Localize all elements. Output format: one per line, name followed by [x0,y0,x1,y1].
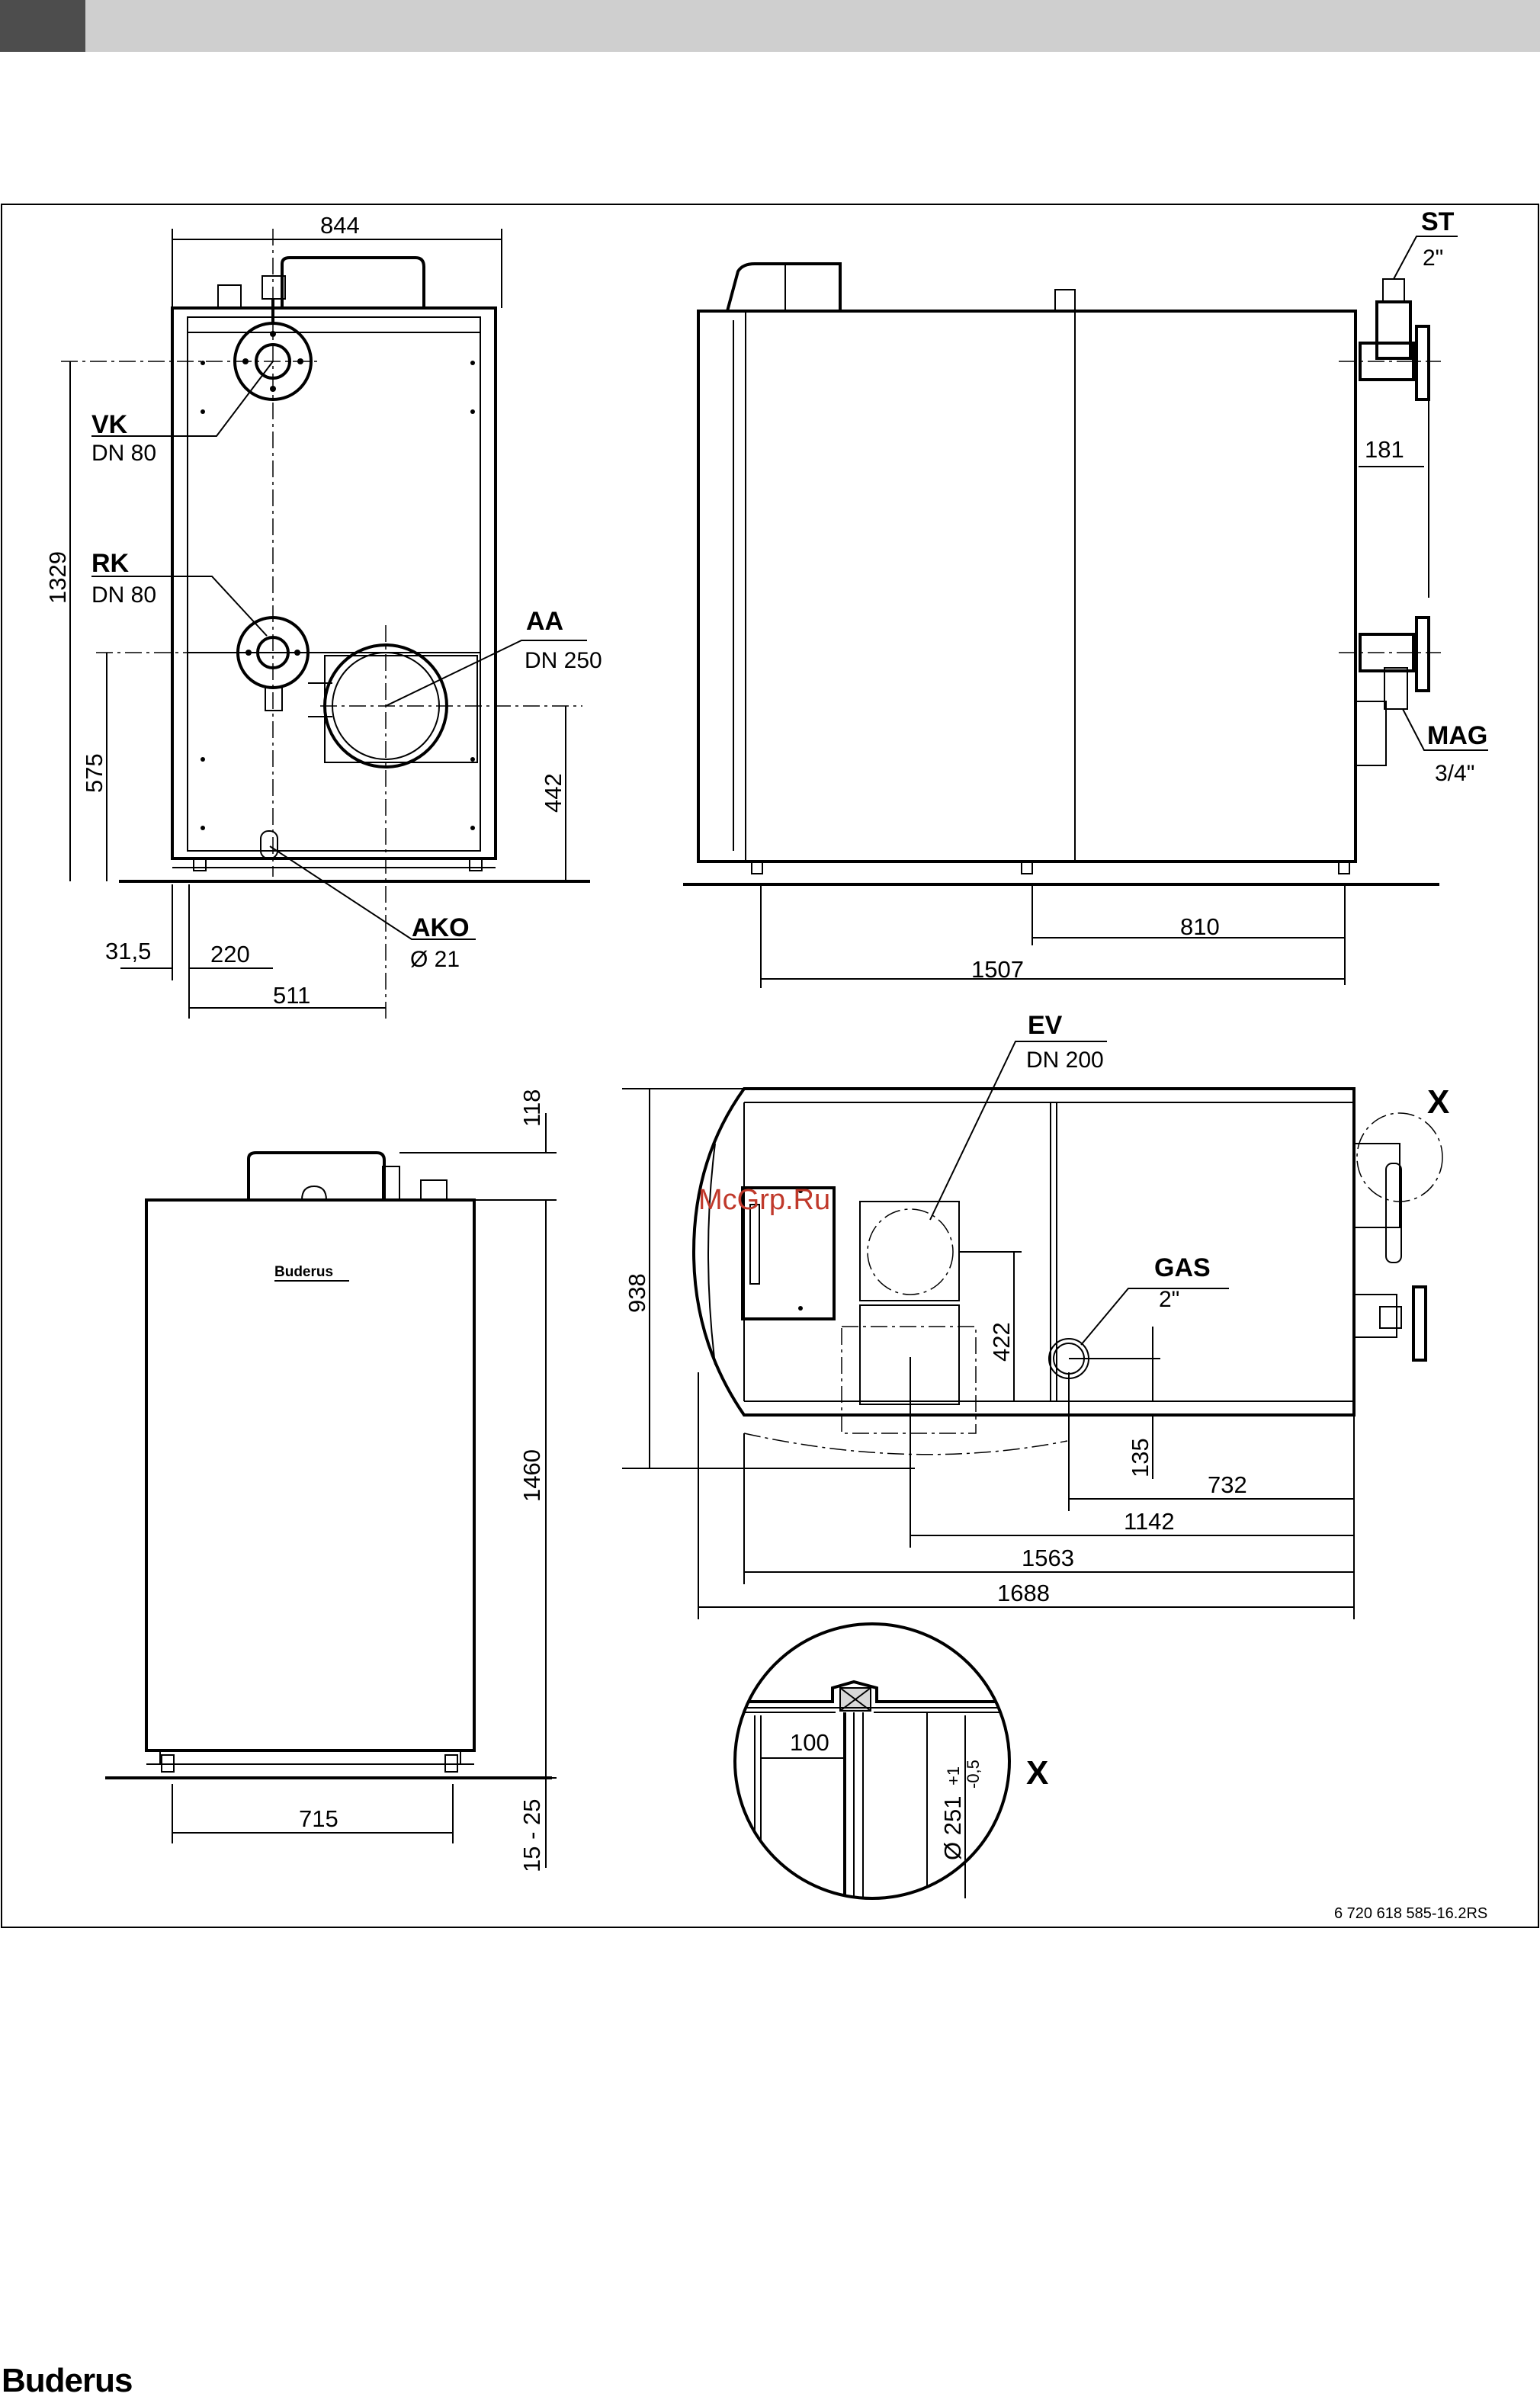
top-dim-1563: 1563 [1022,1545,1074,1571]
casing-brand-logo: Buderus [274,1264,333,1280]
detail-mark: X [1026,1754,1048,1792]
side-view: ST 2" MAG 3/4" 181 810 1507 [683,207,1488,988]
side-dim-181: 181 [1365,436,1404,463]
watermark: McGrp.Ru [698,1184,830,1216]
front-height-total-dim: 1329 [44,551,71,604]
top-detail-mark: X [1427,1083,1449,1121]
front-height-aa-dim: 442 [540,773,566,813]
aa-size: DN 250 [525,648,602,673]
cased-dim-1460: 1460 [518,1449,545,1502]
top-dim-135: 135 [1127,1438,1153,1478]
drawing-reference: 6 720 618 585-16.2RS [1334,1905,1487,1922]
vk-size: DN 80 [91,441,156,466]
front-offset-aa-dim: 511 [273,982,310,1009]
mag-size: 3/4" [1435,761,1474,786]
gas-label: GAS [1154,1253,1211,1282]
cased-dim-feet: 15 - 25 [518,1798,545,1872]
st-size: 2" [1423,245,1443,271]
cased-dim-118: 118 [518,1089,545,1127]
front-view: 844 VK DN 80 RK DN 80 AA DN 250 AKO Ø 21… [44,212,602,1020]
detail-tolerance-lower: -0,5 [964,1760,983,1789]
top-dim-422: 422 [988,1322,1015,1362]
top-dim-732: 732 [1208,1471,1247,1498]
detail-tolerance-upper: +1 [944,1766,963,1786]
ev-size: DN 200 [1026,1048,1104,1073]
ako-label: AKO [412,913,470,942]
rk-size: DN 80 [91,582,156,608]
st-label: ST [1421,207,1455,236]
gas-size: 2" [1159,1287,1179,1312]
side-dim-810: 810 [1180,913,1220,940]
front-width-dim: 844 [320,212,360,239]
top-dim-1142: 1142 [1124,1508,1175,1535]
ako-size: Ø 21 [410,947,460,972]
front-offset-left-dim: 31,5 [105,938,151,964]
front-height-rk-dim: 575 [81,753,107,793]
mag-label: MAG [1427,721,1487,750]
ev-label: EV [1028,1011,1063,1040]
detail-dim-diameter: Ø 251 [939,1796,966,1860]
rk-label: RK [91,549,130,578]
side-dim-1507: 1507 [971,956,1024,983]
front-offset-ako-dim: 220 [210,941,250,967]
top-dim-938: 938 [624,1273,650,1313]
detail-dim-100: 100 [790,1729,829,1756]
cased-dim-715: 715 [299,1805,338,1832]
vk-label: VK [91,410,128,439]
footer-brand-logo: Buderus [2,2362,132,2400]
aa-label: AA [526,607,563,636]
detail-x: 100 Ø 251 +1 -0,5 X [732,1624,1048,1921]
cased-view: Buderus 118 1460 715 15 - 25 [105,1089,557,1872]
top-dim-1688: 1688 [997,1580,1050,1606]
top-view: EV DN 200 GAS 2" X 938 422 135 732 1142 … [622,1011,1449,1619]
